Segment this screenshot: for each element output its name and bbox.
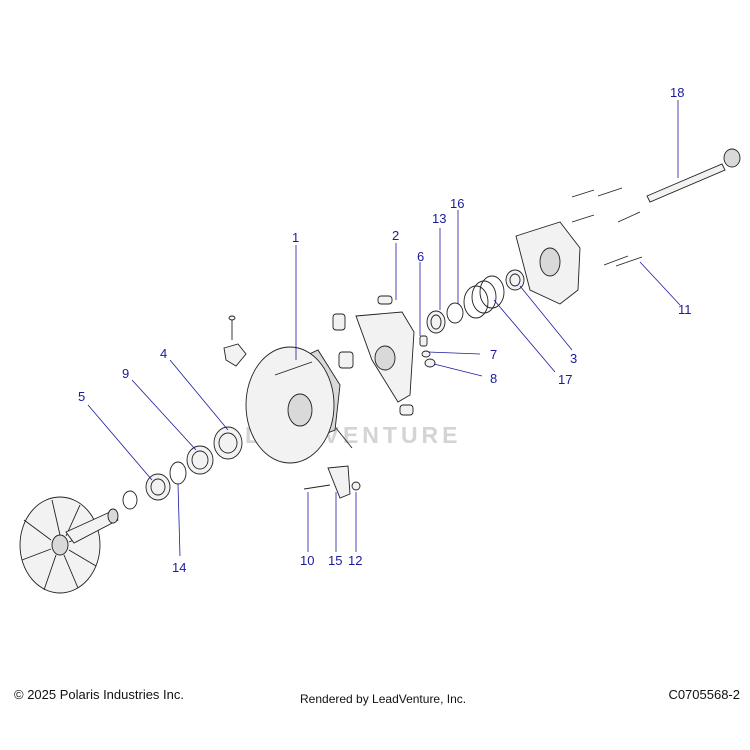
part-10-pin[interactable] <box>303 484 331 490</box>
part-13-ring[interactable] <box>426 310 446 334</box>
part-16-washer[interactable] <box>446 302 464 324</box>
leader-lines <box>87 100 681 557</box>
part-15-arm[interactable] <box>327 465 351 499</box>
part-12-nut[interactable] <box>351 481 361 491</box>
callout-12: 12 <box>348 553 362 568</box>
part-weight-arm[interactable] <box>223 343 247 367</box>
part-11-bolts[interactable] <box>571 187 643 267</box>
callout-13: 13 <box>432 211 446 226</box>
part-9-bushing[interactable] <box>186 445 214 475</box>
copyright-text: © 2025 Polaris Industries Inc. <box>14 687 184 702</box>
part-18-long-bolt[interactable] <box>646 148 741 203</box>
part-5-bushing[interactable] <box>145 473 171 501</box>
part-pin-diagonal[interactable] <box>335 427 353 449</box>
callout-14: 14 <box>172 560 186 575</box>
part-roller-lower[interactable] <box>399 404 414 416</box>
part-14-washer[interactable] <box>169 461 187 485</box>
part-bushing-block[interactable] <box>338 351 354 369</box>
callout-5: 5 <box>78 389 85 404</box>
callout-6: 6 <box>417 249 424 264</box>
callout-8: 8 <box>490 371 497 386</box>
callout-9: 9 <box>122 366 129 381</box>
callout-10: 10 <box>300 553 314 568</box>
callout-11: 11 <box>678 302 692 317</box>
part-fan-sheave[interactable] <box>19 496 119 594</box>
callout-labels: 1 2 3 4 5 6 7 8 9 10 11 12 13 14 15 16 1… <box>78 85 692 575</box>
part-3-bushing[interactable] <box>505 269 525 291</box>
part-spring-small[interactable] <box>377 295 393 305</box>
part-cover[interactable] <box>515 221 581 305</box>
callout-1: 1 <box>292 230 299 245</box>
part-7-washer[interactable] <box>421 350 431 358</box>
callout-17: 17 <box>558 372 572 387</box>
callout-2: 2 <box>392 228 399 243</box>
part-2-spider[interactable] <box>355 311 415 403</box>
diagram-code: C0705568-2 <box>668 687 740 702</box>
callout-15: 15 <box>328 553 342 568</box>
part-1-moveable-sheave[interactable] <box>245 346 341 464</box>
callout-16: 16 <box>450 196 464 211</box>
part-4-bushing[interactable] <box>213 426 243 460</box>
part-ring-small[interactable] <box>122 490 138 510</box>
part-6-spacer[interactable] <box>419 335 428 347</box>
part-pin-upper[interactable] <box>228 315 236 340</box>
callout-18: 18 <box>670 85 684 100</box>
part-17-spring[interactable] <box>463 275 505 319</box>
part-8-button[interactable] <box>424 358 436 368</box>
callout-3: 3 <box>570 351 577 366</box>
callout-7: 7 <box>490 347 497 362</box>
part-roller-upper[interactable] <box>332 313 346 331</box>
callout-4: 4 <box>160 346 167 361</box>
rendered-by-text: Rendered by LeadVenture, Inc. <box>300 692 467 706</box>
